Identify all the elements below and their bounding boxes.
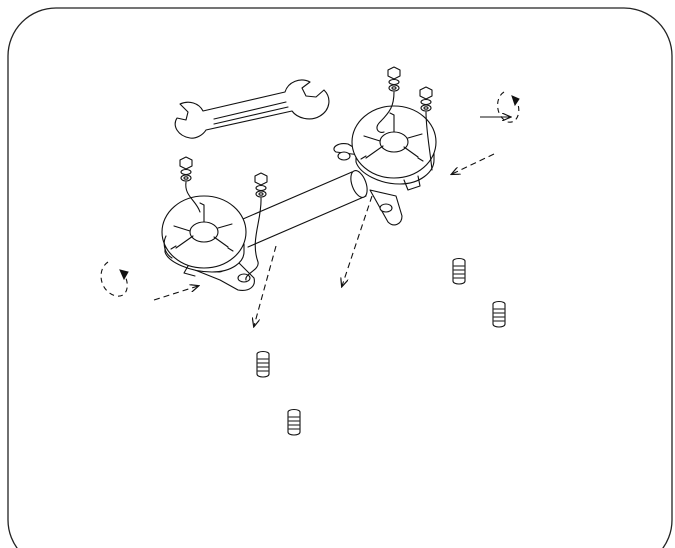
wrench-icon bbox=[174, 79, 330, 139]
panel-frame bbox=[7, 7, 673, 548]
dashed-arrow bbox=[254, 245, 277, 326]
dashed-arrow bbox=[342, 195, 373, 286]
rotation-arrow-left bbox=[100, 261, 128, 297]
dashed-arrow bbox=[452, 153, 495, 174]
rotation-arrowhead bbox=[511, 95, 520, 107]
rotation-arrowhead bbox=[119, 269, 129, 281]
hex-nut-stack-right-outer bbox=[376, 66, 401, 133]
hex-nut-stack-left-inner bbox=[245, 172, 268, 281]
dashed-arrow bbox=[153, 286, 198, 301]
leveling-bolt bbox=[452, 257, 466, 285]
rotation-arrow-right bbox=[497, 91, 520, 123]
connecting-tube bbox=[235, 170, 368, 248]
left-base-plate bbox=[161, 195, 255, 291]
hex-nut-stack-left-outer bbox=[179, 156, 201, 213]
hex-nut-stack-right-inner bbox=[419, 86, 433, 171]
leveling-bolt bbox=[256, 350, 270, 378]
leveling-bolt bbox=[492, 300, 506, 328]
right-base-plate bbox=[333, 105, 437, 226]
leveling-bolt bbox=[287, 408, 301, 436]
